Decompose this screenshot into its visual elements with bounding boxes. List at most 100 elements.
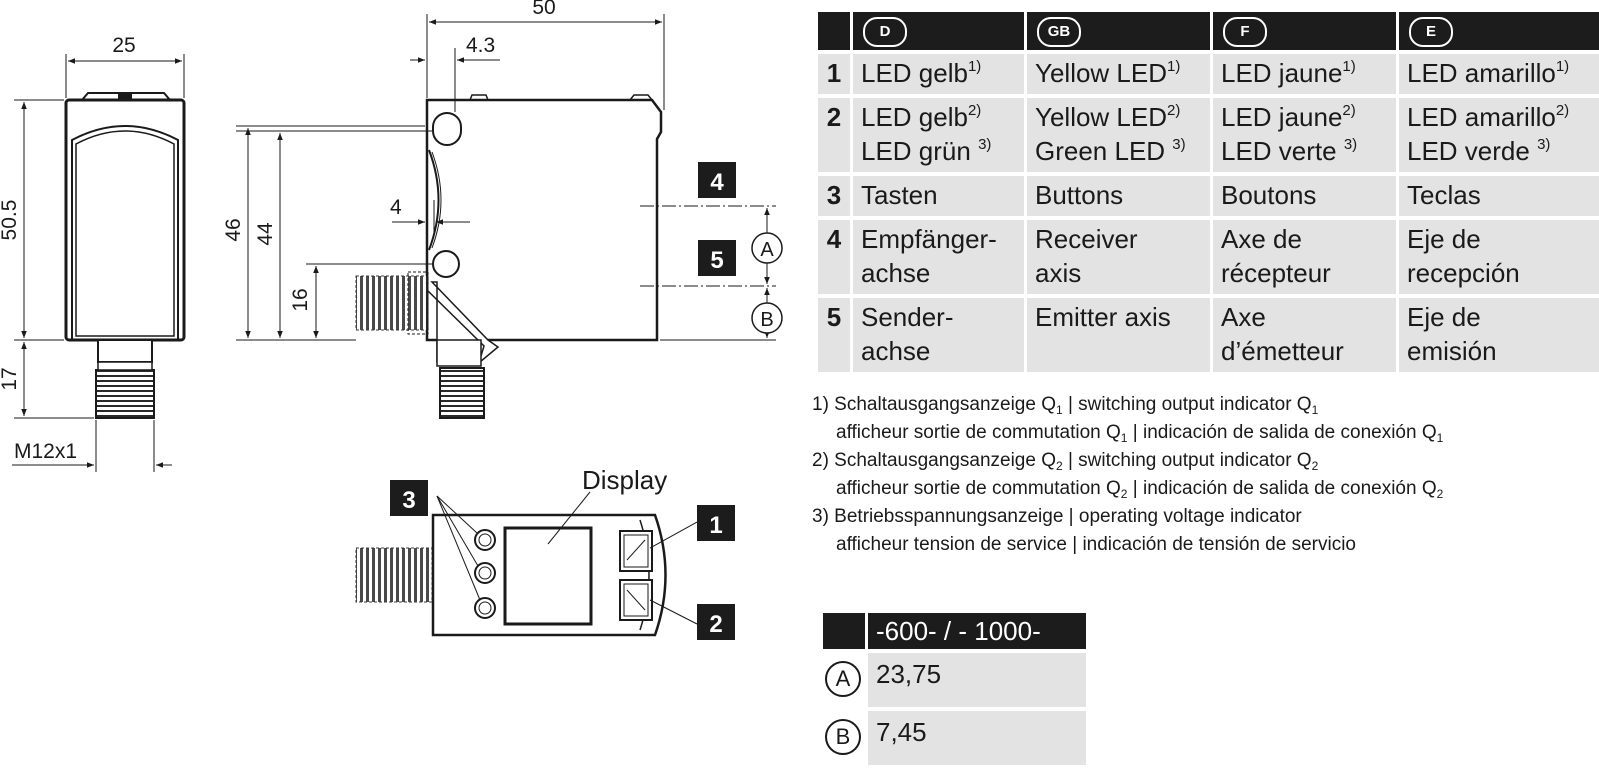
- dim-offset-top: 4.3: [466, 34, 495, 57]
- legend-cell-line: LED amarillo2): [1407, 102, 1570, 132]
- legend-cell-line: Yellow LED1): [1035, 58, 1181, 88]
- legend-cell-line: LED grün 3): [861, 136, 992, 166]
- legend-cell-line: achse: [861, 336, 931, 366]
- footnote-ref: 1): [1167, 58, 1181, 75]
- legend-row-number: 5: [818, 298, 850, 372]
- legend-cell: LED gelb1): [853, 54, 1024, 94]
- dim-front-height: 50.5: [0, 200, 21, 241]
- dimension-value: 7,45: [868, 711, 1086, 765]
- dim-connector-length: 17: [0, 367, 21, 390]
- callout-5: [698, 240, 736, 276]
- legend-cell-line: achse: [861, 258, 931, 288]
- footnote-ref: 3): [1172, 136, 1186, 153]
- legend-header-blank: [818, 12, 850, 50]
- side-slot: [432, 112, 462, 146]
- dim-thread: M12x1: [14, 440, 77, 463]
- legend-row-number: 4: [818, 220, 850, 294]
- button-2: [474, 562, 496, 584]
- footnote-ref: 1): [967, 58, 982, 75]
- legend-cell-line: emisión: [1407, 336, 1497, 366]
- legend-row-number: 3: [818, 176, 850, 216]
- legend-cell: Buttons: [1027, 176, 1210, 216]
- dimension-value: 23,75: [868, 653, 1086, 707]
- callout-3-label: 3: [402, 487, 415, 514]
- legend-header-lang: E: [1399, 12, 1599, 50]
- side-connector-thread: [439, 367, 485, 419]
- front-lens-outline: [71, 125, 179, 340]
- legend-cell: LED gelb2) LED grün 3): [853, 98, 1024, 172]
- dimension-marker-cell: B: [823, 711, 865, 765]
- dimension-marker: A: [825, 661, 861, 697]
- footnote-ref: 3): [1537, 136, 1551, 153]
- axis-marker-a-label: A: [760, 239, 774, 261]
- legend-row-number: 1: [818, 54, 850, 94]
- legend-cell-line: Eje de: [1407, 224, 1481, 254]
- technical-drawing: 25 50.5 17 M12x1 50: [0, 0, 783, 640]
- legend-cell-line: Tasten: [861, 180, 938, 210]
- legend-cell-line: Eje de: [1407, 302, 1481, 332]
- display-window: [503, 526, 593, 626]
- callout-2: [697, 604, 735, 640]
- dim-height-outer: 46: [222, 218, 245, 241]
- legend-cell: Sender-achse: [853, 298, 1024, 372]
- footnotes: 1) Schaltausgangsanzeige Q1 | switching …: [812, 391, 1443, 559]
- footnote-line: afficheur tension de service | indicació…: [836, 534, 1356, 555]
- footnote-line: afficheur sortie de commutation Q1 | ind…: [836, 422, 1444, 445]
- side-view: 50 4.3 4 46 44 16 A B 4: [222, 0, 783, 419]
- footnote-ref: 2): [1555, 102, 1570, 119]
- legend-cell: LED jaune2)LED verte 3): [1213, 98, 1396, 172]
- button-1: [474, 529, 496, 551]
- footnote-line: 1) Schaltausgangsanzeige Q1 | switching …: [812, 394, 1319, 417]
- footnote-line: 2) Schaltausgangsanzeige Q2 | switching …: [812, 450, 1319, 473]
- lang-badge: GB: [1037, 17, 1081, 47]
- legend-cell-line: axis: [1035, 258, 1082, 288]
- dim-connector-height: 16: [289, 288, 312, 311]
- button-3: [474, 597, 496, 619]
- legend-table: D GB F E 1 LED gelb1) Yellow LED1) LED jaun…: [815, 8, 1599, 376]
- dimension-row: A 23,75: [823, 653, 1086, 707]
- legend-cell: Tasten: [853, 176, 1024, 216]
- dimension-marker: B: [825, 719, 861, 755]
- legend-cell: Boutons: [1213, 176, 1396, 216]
- legend-cell-line: Boutons: [1221, 180, 1317, 210]
- lang-badge: E: [1409, 17, 1453, 47]
- legend-cell-line: LED verde 3): [1407, 136, 1551, 166]
- legend-cell-line: Receiver: [1035, 224, 1138, 254]
- footnote-ref: 2): [1167, 102, 1181, 119]
- callout-1: [697, 505, 735, 541]
- footnote-ref: 2): [967, 102, 982, 119]
- callout-4-label: 4: [710, 169, 724, 196]
- back-view: Display 3 1 2: [355, 465, 735, 640]
- legend-cell-line: recepción: [1407, 258, 1520, 288]
- axis-marker-b-label: B: [760, 309, 773, 331]
- callout-1-label: 1: [709, 512, 722, 539]
- legend-cell-line: Yellow LED2): [1035, 102, 1181, 132]
- side-housing: [425, 98, 663, 342]
- front-connector-thread: [95, 369, 155, 419]
- legend-cell-line: LED gelb2): [861, 102, 982, 132]
- dimension-header-row: -600- / - 1000-: [823, 613, 1086, 649]
- callout-2-label: 2: [709, 611, 722, 638]
- dim-side-width: 50: [532, 0, 555, 19]
- legend-cell: LED amarillo2) LED verde 3): [1399, 98, 1599, 172]
- legend-cell: LED amarillo1): [1399, 54, 1599, 94]
- side-lens-bulge: [428, 149, 440, 251]
- legend-cell: Yellow LED1): [1027, 54, 1210, 94]
- dimension-table: -600- / - 1000- A 23,75 B 7,45: [820, 609, 1089, 769]
- legend-cell: Receiver axis: [1027, 220, 1210, 294]
- dimension-header: -600- / - 1000-: [868, 613, 1086, 649]
- legend-cell-line: LED gelb1): [861, 58, 982, 88]
- legend-header-row: D GB F E: [818, 12, 1599, 50]
- axis-marker-a: [751, 232, 783, 264]
- legend-cell-line: d’émetteur: [1221, 336, 1344, 366]
- footnote-ref: 1): [1342, 58, 1356, 75]
- legend-cell: Eje de recepción: [1399, 220, 1599, 294]
- front-connector-body: [97, 341, 153, 363]
- led-window-2: [619, 579, 653, 621]
- dimension-header-blank: [823, 613, 865, 649]
- legend-header-lang: GB: [1027, 12, 1210, 50]
